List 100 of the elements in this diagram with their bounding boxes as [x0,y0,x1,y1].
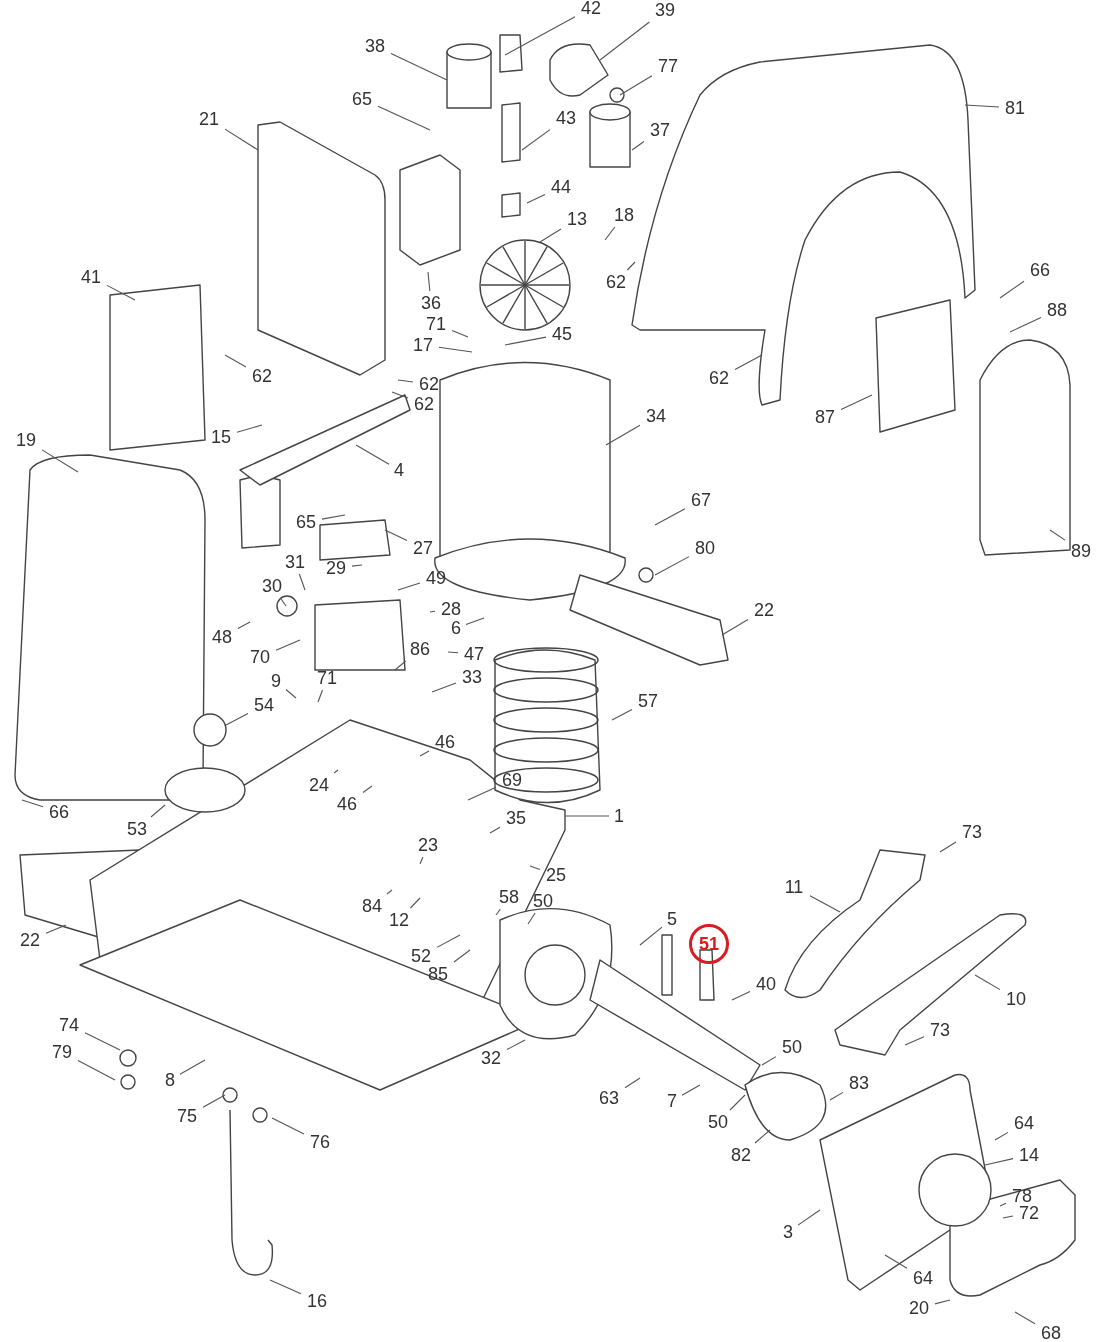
leader-line [298,573,306,591]
leader-line [362,785,373,794]
leader-line [939,841,957,853]
leader-line [994,1131,1009,1141]
callout-number: 7 [667,1091,677,1111]
callout-number: 36 [421,293,441,313]
leader-line [436,934,461,948]
leader-line [317,689,324,703]
callout-number: 21 [199,109,219,129]
callout-number: 37 [650,120,670,140]
leader-line [504,336,547,346]
callout-number: 66 [1030,260,1050,280]
callout-number: 62 [252,366,272,386]
leader-line [529,865,541,870]
leader-line [495,908,501,916]
leader-line [447,651,459,654]
callout-number: 20 [909,1298,929,1318]
callout-number: 73 [930,1020,950,1040]
callout-number: 62 [419,374,439,394]
leader-line [506,1039,526,1051]
callout-number: 64 [1014,1113,1034,1133]
callout-number: 76 [310,1132,330,1152]
callout-number: 83 [849,1073,869,1093]
leader-line [605,424,641,446]
callout-number: 16 [307,1291,327,1311]
leader-line [1002,1215,1014,1219]
callout-number: 19 [16,430,36,450]
leader-line [829,1091,844,1101]
leader-line [150,804,166,818]
leader-line [999,1202,1007,1207]
callout-number: 27 [413,538,433,558]
callout-number: 29 [326,558,346,578]
leader-line [285,688,297,699]
callout-number: 8 [165,1070,175,1090]
leader-line [179,1059,206,1075]
leader-line [279,597,287,607]
callout-number: 57 [638,691,658,711]
leader-line [224,128,259,151]
leader-line [631,140,645,151]
leader-line [321,514,346,520]
leader-line [624,1077,641,1089]
callout-number: 51 [689,924,729,964]
callout-number: 32 [481,1048,501,1068]
leader-line [391,391,409,399]
leader-line [599,21,650,61]
callout-number: 34 [646,406,666,426]
callout-number: 10 [1006,989,1026,1009]
callout-number: 77 [658,56,678,76]
callout-number: 64 [913,1268,933,1288]
leader-line [438,346,473,353]
callout-number: 63 [599,1088,619,1108]
callout-number: 35 [506,808,526,828]
callout-number: 48 [212,627,232,647]
leader-line [734,354,763,370]
leader-line [106,284,136,301]
callout-number: 74 [59,1015,79,1035]
leader-line [681,1084,701,1096]
callout-number: 33 [462,667,482,687]
callout-number: 62 [709,368,729,388]
leader-line [237,621,251,629]
leader-line [397,582,421,591]
leader-line [527,912,536,925]
callout-number: 43 [556,108,576,128]
callout-number: 39 [655,0,675,20]
leader-line [1014,1311,1036,1325]
leader-line [809,895,841,913]
leader-line [377,105,431,131]
leader-line [21,799,44,808]
leader-line [467,786,497,801]
callout-number: 41 [81,267,101,287]
leader-line [611,708,633,721]
leader-line [465,617,485,625]
leader-line [431,682,457,693]
callout-number: 28 [441,599,461,619]
leader-line [729,1094,746,1111]
leader-line [275,639,301,651]
leader-line [619,75,653,96]
leader-line [386,889,393,895]
leader-line [654,508,686,526]
callout-number: 1 [614,806,624,826]
callout-number: 88 [1047,300,1067,320]
callout-number: 25 [546,865,566,885]
callout-number: 71 [317,668,337,688]
leader-line [355,444,390,465]
callout-number: 85 [428,964,448,984]
callout-number: 53 [127,819,147,839]
callout-number: 44 [551,177,571,197]
callout-number: 6 [451,618,461,638]
callout-number: 5 [667,909,677,929]
leader-line [427,271,431,292]
leader-line [521,129,551,151]
callout-number: 68 [1041,1323,1061,1342]
leader-line [419,750,430,757]
callout-number: 46 [337,794,357,814]
leader-line [654,556,690,576]
leader-line [202,1094,226,1108]
leader-line [397,379,414,383]
leader-line [77,1059,116,1081]
leader-line [271,1117,305,1135]
callout-number: 66 [49,802,69,822]
